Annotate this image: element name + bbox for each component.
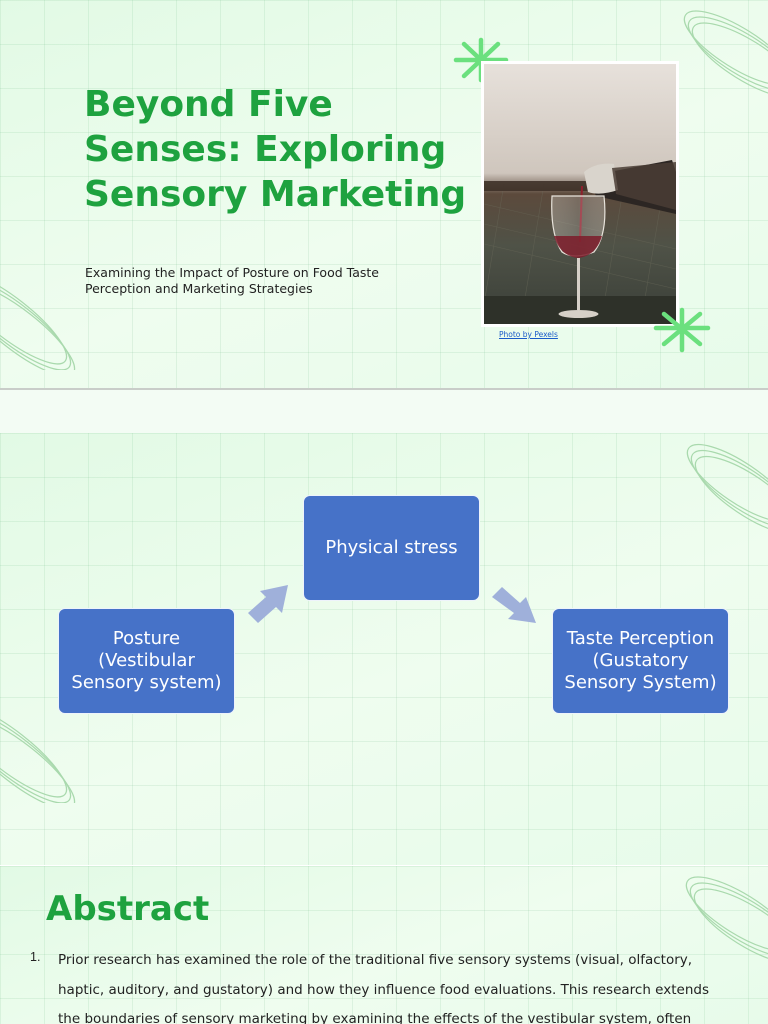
photo-credit-link[interactable]: Photo by Pexels xyxy=(499,330,558,339)
decorative-loops-right xyxy=(686,443,768,535)
physical-stress-box: Physical stress xyxy=(303,495,480,601)
abstract-paragraph: Prior research has examined the role of … xyxy=(58,952,709,1024)
wine-photo-frame xyxy=(481,61,679,327)
decorative-loops-top-right xyxy=(683,10,768,98)
decorative-loops-left xyxy=(0,271,76,370)
taste-perception-box: Taste Perception (Gustatory Sensory Syst… xyxy=(552,608,729,714)
taste-perception-label: Taste Perception (Gustatory Sensory Syst… xyxy=(564,628,717,693)
decorative-loops-left xyxy=(0,704,76,803)
posture-label: Posture (Vestibular Sensory system) xyxy=(71,628,222,693)
slide-title: Beyond Five Senses: Exploring Sensory Ma… xyxy=(84,84,467,215)
decorative-loops-right xyxy=(685,876,768,962)
asterisk-star-icon-small xyxy=(653,307,711,353)
title-slide: Beyond Five Senses: Exploring Sensory Ma… xyxy=(0,0,768,388)
abstract-slide: Abstract 1. Prior research has examined … xyxy=(0,866,768,1024)
posture-box: Posture (Vestibular Sensory system) xyxy=(58,608,235,714)
page-gap xyxy=(0,390,768,433)
arrow-up-right-icon xyxy=(248,585,288,623)
page-divider xyxy=(0,388,768,390)
physical-stress-label: Physical stress xyxy=(325,537,458,558)
slide-subtitle: Examining the Impact of Posture on Food … xyxy=(85,265,379,296)
wine-pouring-photo xyxy=(484,64,676,324)
arrow-down-right-icon xyxy=(492,587,536,623)
abstract-heading: Abstract xyxy=(46,889,210,929)
list-item-number: 1. xyxy=(30,950,41,964)
diagram-slide: Physical stress Posture (Vestibular Sens… xyxy=(0,433,768,865)
